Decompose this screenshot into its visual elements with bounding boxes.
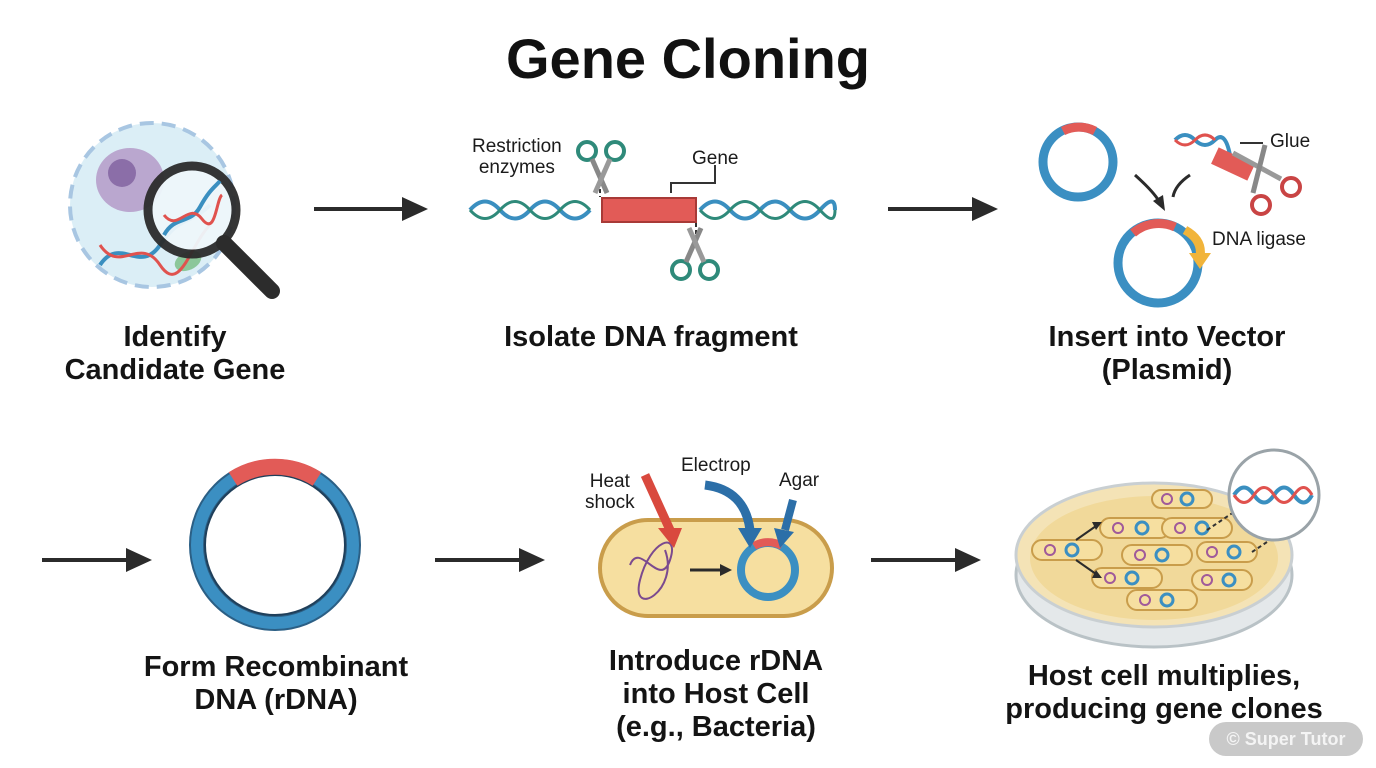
arrow-step-4-to-5 [435,548,545,572]
step-caption-introduce: Introduce rDNA into Host Cell (e.g., Bac… [608,645,824,743]
arrow-step-2-to-3 [888,197,998,221]
scissors-icon [1231,144,1302,216]
arrow-step-1-to-2 [314,197,428,221]
step-caption-identify: Identify Candidate Gene [64,321,286,386]
page-title: Gene Cloning [506,27,870,90]
step-caption-multiply: Host cell multiplies, producing gene clo… [1005,660,1323,725]
label-gene: Gene [692,148,739,169]
scissors-icon-top [576,140,626,195]
step-caption-insert: Insert into Vector (Plasmid) [1048,321,1286,386]
label-heat-shock: Heat shock [585,471,635,513]
watermark-badge: © Super Tutor [1209,722,1363,756]
host-cell-illustration [598,473,834,618]
cell-magnifier-illustration [68,121,280,299]
step-caption-isolate: Isolate DNA fragment [504,321,798,353]
label-agar: Agar [779,470,820,491]
label-glue: Glue [1270,131,1311,152]
petri-dish-illustration [1014,448,1321,649]
bacteria-colony [1031,489,1258,611]
arrow-step-3-to-4 [42,548,152,572]
plasmid-insert-illustration [1038,122,1302,308]
dna-fragment-illustration [468,140,837,281]
step-caption-form: Form Recombinant DNA (rDNA) [143,651,409,716]
label-restriction-enzymes: Restriction enzymes [472,136,562,178]
arrow-step-5-to-6 [871,548,981,572]
recombinant-plasmid-illustration [189,458,361,631]
label-electrop: Electrop [681,455,751,476]
scissors-icon-bottom [670,226,720,281]
label-dna-ligase: DNA ligase [1212,229,1306,250]
